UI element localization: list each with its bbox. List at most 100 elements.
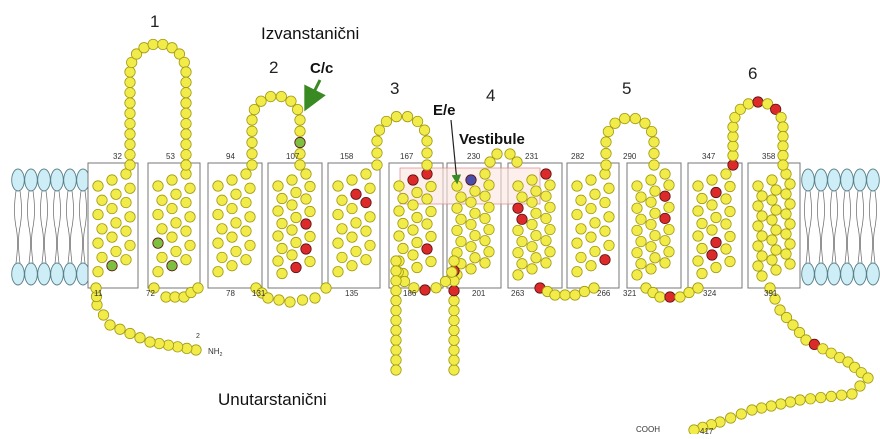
residue (649, 137, 659, 147)
residue (693, 256, 703, 266)
residue (391, 345, 401, 355)
residue (273, 206, 283, 216)
residue (381, 116, 391, 126)
helix-top-number: 230 (467, 152, 481, 161)
residue (632, 203, 642, 213)
residue (604, 212, 614, 222)
residue (470, 230, 480, 240)
residue (97, 195, 107, 205)
residue (181, 67, 191, 77)
residue (408, 250, 418, 260)
helix-bottom-number: 78 (226, 289, 235, 298)
residue (181, 118, 191, 128)
residue (586, 232, 596, 242)
helix-top-number: 107 (286, 152, 300, 161)
residue (157, 224, 167, 234)
residue (287, 175, 297, 185)
residue (619, 113, 629, 123)
residue (560, 290, 570, 300)
residue (767, 195, 777, 205)
residue (181, 160, 191, 170)
residue (181, 255, 191, 265)
residue (632, 270, 642, 280)
residue (725, 231, 735, 241)
residue (231, 246, 241, 256)
residue (480, 191, 490, 201)
residue (470, 253, 480, 263)
residue (398, 193, 408, 203)
residue (241, 197, 251, 207)
residue (394, 181, 404, 191)
residue (247, 149, 257, 159)
residue (785, 219, 795, 229)
residue (707, 175, 717, 185)
helix-top-number: 282 (571, 152, 585, 161)
residue (480, 258, 490, 268)
residue (361, 255, 371, 265)
lipid-head-bottom (802, 263, 815, 285)
helix-bottom-number: 321 (623, 289, 637, 298)
residue (185, 240, 195, 250)
helix-top-number: 94 (226, 152, 235, 161)
residue (757, 251, 767, 261)
residue (757, 271, 767, 281)
residue (361, 226, 371, 236)
transmembrane-helices (88, 163, 800, 288)
residue (185, 183, 195, 193)
residue (604, 240, 614, 250)
residue (107, 203, 117, 213)
residue (650, 208, 660, 218)
residue (305, 256, 315, 266)
residue (576, 252, 586, 262)
residue (728, 122, 738, 132)
residue (125, 183, 135, 193)
residue (449, 325, 459, 335)
residue (213, 209, 223, 219)
residue (125, 87, 135, 97)
residue (181, 77, 191, 87)
residue (767, 255, 777, 265)
residue (291, 187, 301, 197)
residue (93, 267, 103, 277)
helix-bottom-number: 263 (511, 289, 525, 298)
residue (847, 389, 857, 399)
residue (572, 238, 582, 248)
residue (391, 256, 401, 266)
residue (247, 160, 257, 170)
residue (125, 240, 135, 250)
residue (693, 181, 703, 191)
helix-bottom-number: 186 (403, 289, 417, 298)
residue (391, 286, 401, 296)
residue (771, 205, 781, 215)
lipid-tail (67, 191, 74, 263)
loop-number-1: 1 (150, 12, 159, 31)
residue (601, 137, 611, 147)
residue (412, 187, 422, 197)
residue (771, 185, 781, 195)
residue (93, 209, 103, 219)
residue (372, 136, 382, 146)
ee-site-label: E/e (433, 102, 456, 119)
residue (630, 113, 640, 123)
residue (776, 112, 786, 122)
residue (725, 256, 735, 266)
residue (636, 214, 646, 224)
lipid-head-top (841, 169, 854, 191)
lipid-head-top (802, 169, 815, 191)
lipid-head-bottom (12, 263, 25, 285)
residue (391, 276, 401, 286)
residue (154, 338, 164, 348)
residue (531, 208, 541, 218)
residue (711, 237, 721, 247)
residue (351, 218, 361, 228)
residue (541, 258, 551, 268)
residue (721, 194, 731, 204)
residue (517, 259, 527, 269)
residue (449, 305, 459, 315)
residue (301, 169, 311, 179)
residue (153, 238, 163, 248)
residue (570, 290, 580, 300)
residue (781, 249, 791, 259)
residue (449, 315, 459, 325)
residue (171, 189, 181, 199)
